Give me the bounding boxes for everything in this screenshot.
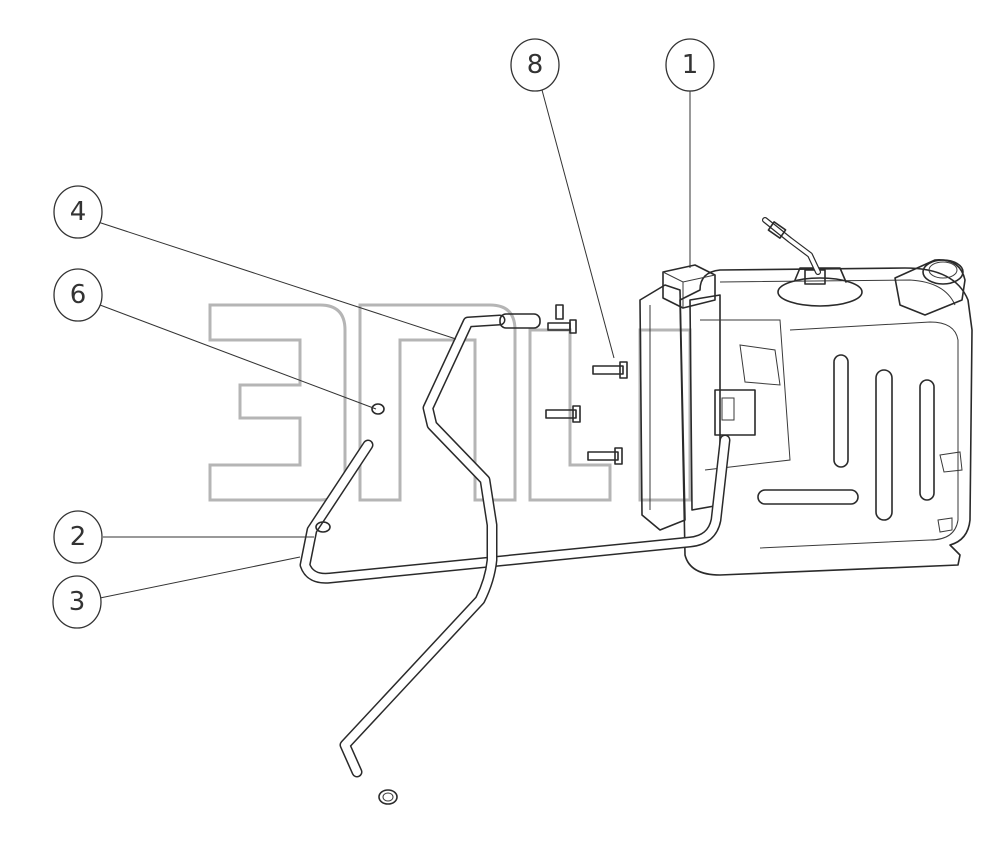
fuel-tube-main (299, 434, 731, 584)
callout-3: 3 (52, 575, 102, 629)
bolt-2 (545, 405, 581, 423)
callout-label-8: 8 (527, 50, 544, 80)
callout-label-1: 1 (682, 50, 699, 80)
callout-1: 1 (665, 38, 715, 92)
watermark-logo (208, 303, 692, 502)
clamp-bottom (378, 789, 398, 805)
clamp-item-2 (315, 521, 331, 533)
leader-lines (97, 88, 691, 599)
callout-label-6: 6 (70, 280, 87, 310)
leader-4 (97, 221, 457, 340)
callout-4: 4 (53, 185, 103, 239)
callout-label-4: 4 (70, 197, 87, 227)
bolt-3 (587, 447, 623, 465)
bolt-4 (547, 304, 577, 334)
leader-6 (99, 304, 377, 410)
mounting-bolts (545, 304, 628, 465)
callout-6: 6 (53, 268, 103, 322)
leader-3 (99, 556, 301, 599)
bolt-1 (592, 361, 628, 379)
fuel-tube-4 (339, 313, 541, 778)
callout-2: 2 (53, 510, 103, 564)
wiring-harness (762, 217, 821, 275)
leader-8 (541, 89, 615, 359)
callout-label-3: 3 (69, 587, 86, 617)
callout-8: 8 (510, 38, 560, 92)
callout-label-2: 2 (70, 522, 87, 552)
hose-clamps (315, 403, 398, 805)
fuel-tank (679, 259, 973, 576)
clamp-item-6 (371, 403, 385, 415)
